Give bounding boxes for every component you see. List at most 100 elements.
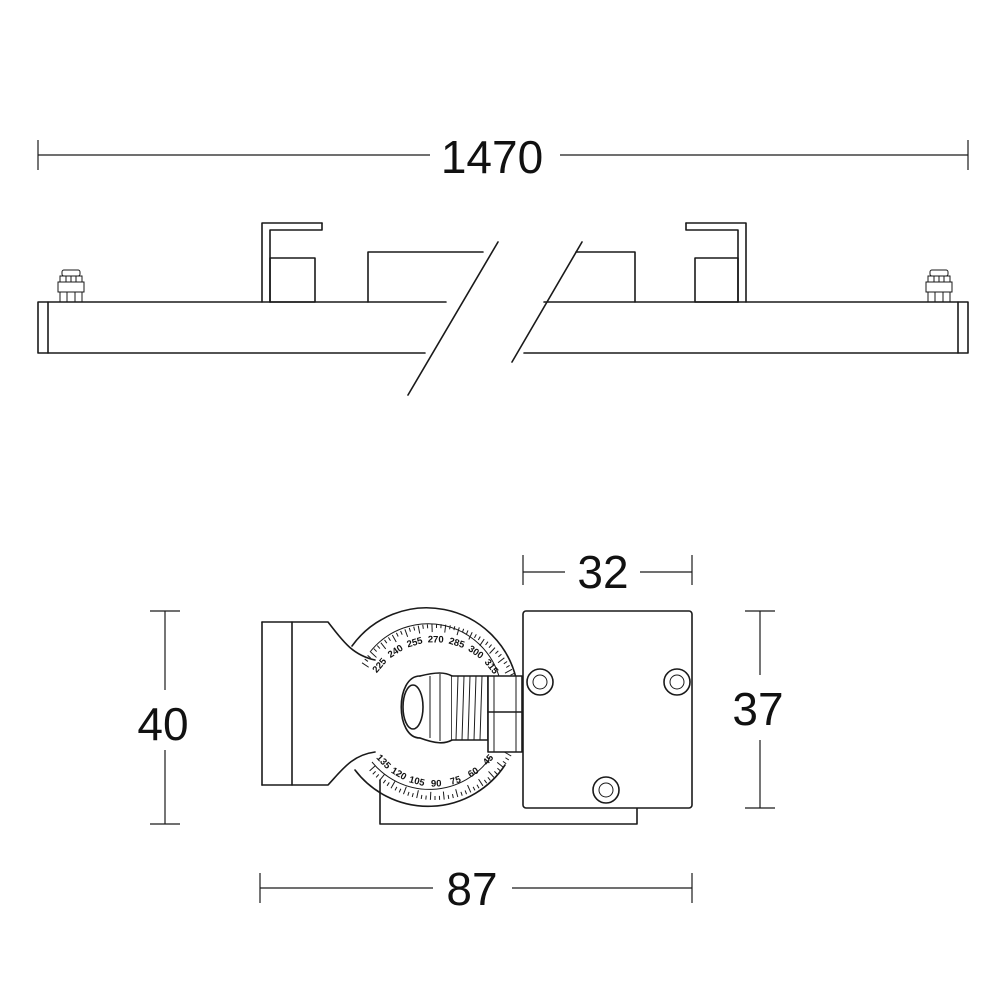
protractor-tick: [473, 634, 477, 639]
protractor-tick: [494, 771, 498, 775]
protractor-tick: [369, 765, 376, 772]
screw-2: [663, 668, 691, 696]
height-dimension-left-label: 40: [137, 698, 188, 750]
protractor-scale-label: 45: [481, 752, 497, 768]
side-length-dimension: 87: [259, 863, 693, 915]
protractor-tick: [400, 630, 403, 635]
protractor-scale-label: 240: [386, 643, 405, 661]
protractor-tick: [456, 627, 460, 636]
protractor-tick: [464, 790, 468, 795]
protractor-tick: [442, 791, 445, 800]
protractor-tick: [367, 655, 371, 659]
protractor-tick: [390, 781, 396, 789]
protractor-tick: [407, 791, 410, 796]
protractor-scale-label: 300: [466, 644, 485, 662]
protractor-tick: [395, 632, 399, 637]
protractor-tick: [479, 638, 485, 646]
protractor-tick: [380, 642, 387, 650]
protractor-tick: [408, 627, 411, 632]
protractor-tick: [391, 634, 397, 643]
protractor-scale-label: 75: [449, 774, 463, 788]
luminaire-side-view: 225240255270285300315330 135120105907560…: [261, 607, 693, 825]
protractor-tick: [477, 636, 481, 641]
width-dimension-label: 32: [577, 546, 628, 598]
protractor-tick: [364, 658, 369, 662]
protractor-scale-label: 120: [389, 765, 408, 783]
protractor-tick: [485, 641, 489, 646]
protractor-tick: [503, 661, 508, 665]
protractor-scale-label: 60: [466, 765, 481, 780]
protractor-tick: [386, 782, 390, 787]
length-dimension-label: 1470: [441, 131, 543, 183]
protractor-tick: [376, 645, 381, 649]
protractor-tick: [466, 630, 469, 635]
protractor-tick: [387, 637, 391, 642]
protractor-tick: [510, 672, 515, 676]
protractor-tick: [455, 789, 459, 798]
protractor-scale-label: 285: [447, 636, 466, 651]
protractor-tick: [413, 626, 416, 631]
protractor-tick: [411, 793, 414, 798]
protractor-tick: [461, 628, 465, 633]
screw-3: [592, 776, 620, 804]
protractor-tick: [472, 786, 476, 791]
side-length-dimension-label: 87: [446, 863, 497, 915]
protractor-tick: [372, 771, 376, 775]
protractor-tick: [375, 774, 380, 778]
protractor-tick: [504, 668, 513, 674]
luminaire-front-view: [37, 222, 969, 396]
protractor-tick: [444, 624, 447, 633]
protractor-tick: [416, 790, 419, 799]
width-dimension: 32: [522, 546, 693, 598]
protractor-tick: [447, 794, 450, 799]
height-dimension-right-label: 37: [732, 683, 783, 735]
protractor-tick: [505, 757, 510, 761]
protractor-tick: [478, 778, 484, 787]
cable-gland-left: [57, 269, 85, 303]
protractor-tick: [498, 653, 502, 658]
screw-1: [526, 668, 554, 696]
protractor-tick: [420, 794, 423, 799]
protractor-tick: [497, 657, 505, 664]
protractor-tick: [502, 760, 507, 765]
protractor-tick: [398, 788, 402, 793]
protractor-tick: [460, 791, 463, 796]
height-dimension-right: 37: [732, 610, 784, 809]
protractor-tick: [404, 629, 409, 637]
cable-gland-right: [925, 269, 953, 303]
protractor-tick: [488, 644, 492, 648]
protractor-scale-label: 105: [408, 774, 427, 789]
protractor-tick: [361, 662, 369, 668]
protractor-tick: [476, 784, 480, 789]
protractor-scale-label: 90: [431, 778, 442, 789]
protractor-tick: [488, 771, 495, 778]
protractor-tick: [384, 639, 388, 644]
protractor-tick: [497, 767, 501, 772]
protractor-tick: [505, 664, 510, 668]
protractor-tick: [451, 794, 454, 799]
protractor-tick: [467, 784, 472, 793]
protractor-tick: [489, 647, 496, 654]
protractor-tick: [487, 776, 491, 781]
protractor-tick: [382, 779, 387, 784]
protractor-tick: [468, 632, 473, 640]
protractor-scale-label: 225: [371, 656, 390, 676]
protractor-tick: [370, 651, 377, 658]
protractor-tick: [495, 650, 499, 655]
protractor-tick: [453, 626, 456, 631]
protractor-tick: [394, 786, 398, 791]
protractor-tick: [496, 761, 504, 768]
protractor-tick: [422, 624, 424, 629]
length-dimension: 1470: [37, 131, 969, 183]
protractor-tick: [483, 779, 488, 784]
protractor-tick: [402, 786, 407, 795]
protractor-tick: [379, 773, 386, 781]
protractor-scale-label: 270: [428, 634, 444, 645]
protractor-tick: [417, 625, 421, 634]
protractor-scale-label: 135: [374, 753, 393, 773]
protractor-tick: [449, 625, 451, 630]
protractor-tick: [373, 648, 378, 652]
protractor-scale-label: 255: [406, 635, 425, 650]
